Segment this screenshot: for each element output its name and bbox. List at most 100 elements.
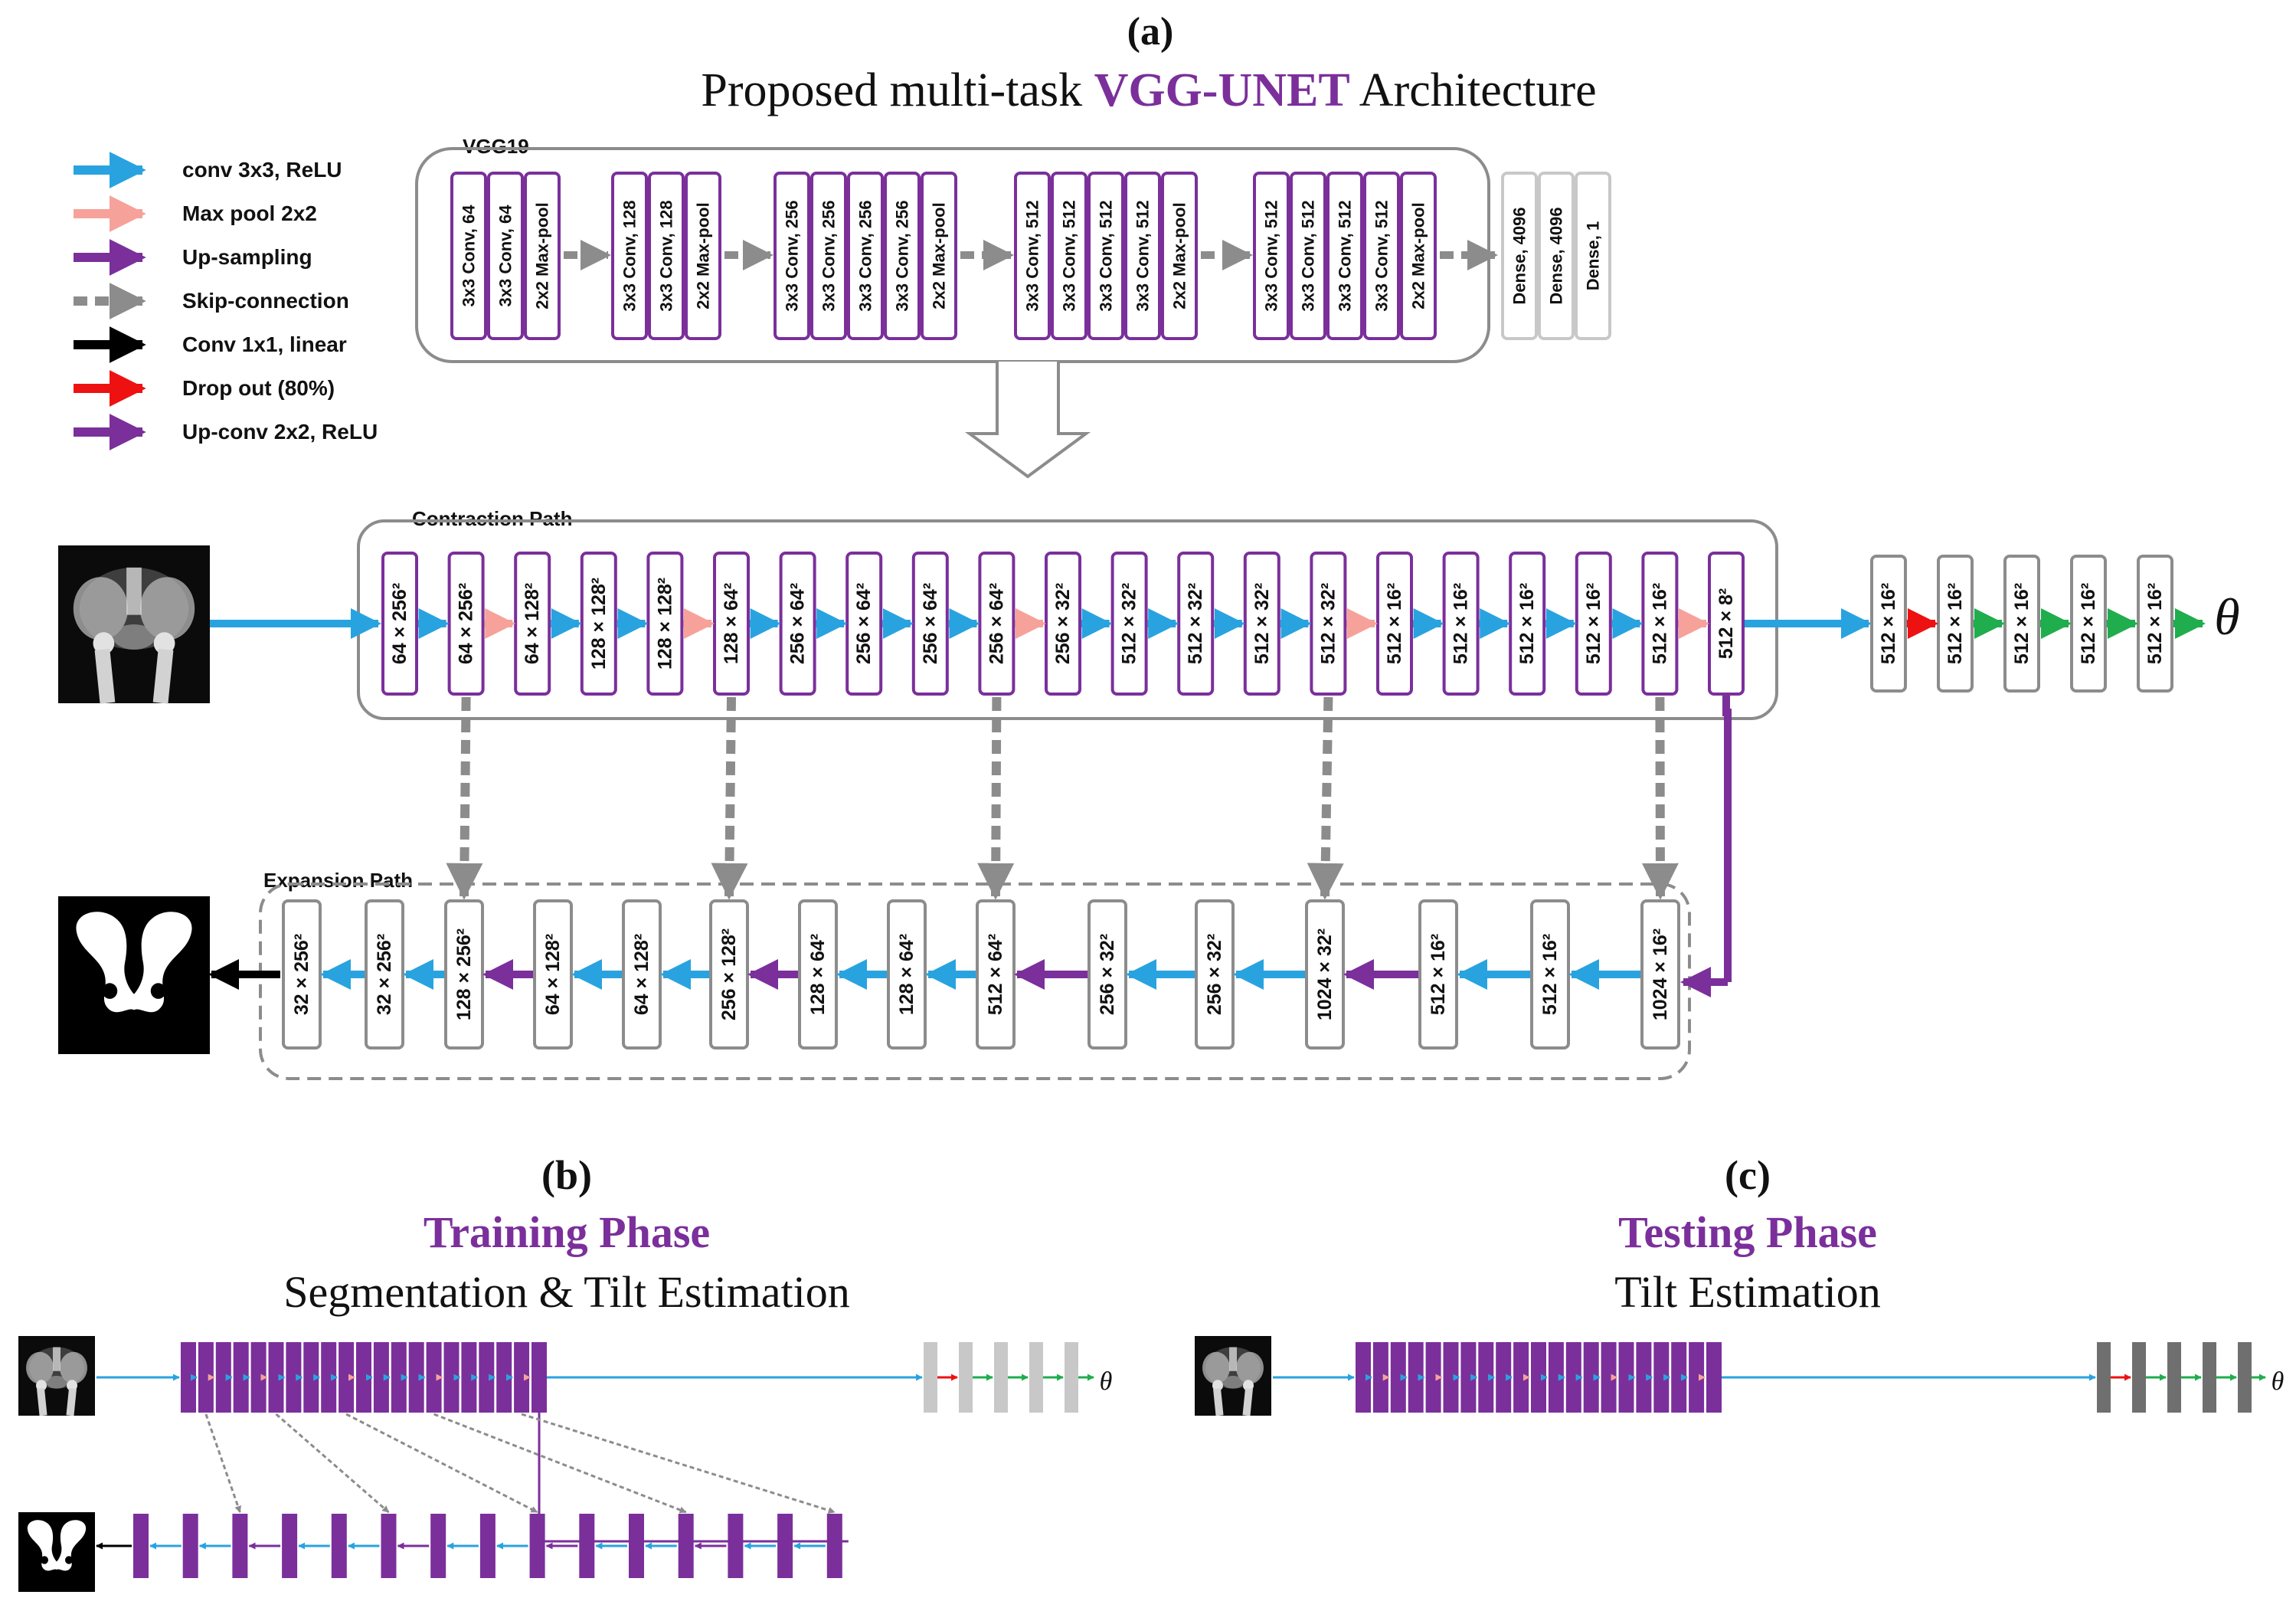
panel-b-output-label: θ [1100, 1367, 1113, 1396]
contraction-feature-box [1376, 552, 1413, 696]
panel-b-head-layer [924, 1342, 937, 1413]
vgg19-layer-box-label: 2x2 Max-pool [1409, 202, 1428, 309]
panel-b-xray-image [18, 1336, 95, 1416]
vgg19-layer-box [1014, 172, 1051, 340]
vgg19-layer-box [450, 172, 487, 340]
expansion-feature-box-label: 256 × 32² [1097, 934, 1118, 1015]
expansion-feature-box-label: 128 × 64² [807, 934, 829, 1015]
contraction-feature-box-label: 64 × 256² [456, 583, 477, 664]
vgg19-layer-box [847, 172, 884, 340]
expansion-feature-box-label: 256 × 128² [718, 928, 740, 1020]
vgg19-layer-box [1051, 172, 1087, 340]
panel-c-contraction-layer [1618, 1342, 1634, 1413]
vgg19-layer-box-label: 3x3 Conv, 512 [1097, 200, 1116, 311]
expansion-feature-box-label: 128 × 256² [453, 928, 475, 1020]
panel-b-head-layer [1029, 1342, 1043, 1413]
panel-b-contraction-layer [286, 1342, 302, 1413]
vgg19-dense-box [1538, 172, 1575, 340]
panel-a-title: Proposed multi-task VGG-UNET Architectur… [701, 64, 1596, 116]
legend-item-label: Drop out (80%) [182, 376, 335, 400]
panel-c-head-layer [2203, 1342, 2216, 1413]
panel-b-expansion-layer [430, 1514, 446, 1578]
panel-b-contraction-layer [233, 1342, 249, 1413]
vgg19-layer-box [810, 172, 847, 340]
panel-b-expansion-layer [381, 1514, 397, 1578]
panel-b-contraction-layer [303, 1342, 319, 1413]
panel-b-contraction-layer [198, 1342, 214, 1413]
contraction-feature-box [911, 552, 949, 696]
vgg19-dense-box-label: Dense, 4096 [1547, 207, 1566, 304]
panel-b-contraction-layer [443, 1342, 460, 1413]
panel-b-contraction-layer [531, 1342, 547, 1413]
vgg19-layer-box-label: 2x2 Max-pool [930, 202, 949, 309]
vgg19-layer-box [1400, 172, 1437, 340]
panel-b-bottleneck-connector [538, 1413, 849, 1543]
contraction-feature-box-label: 256 × 64² [986, 583, 1007, 664]
expansion-feature-box-label: 512 × 16² [1428, 934, 1449, 1015]
vgg19-layer-box-label: 2x2 Max-pool [694, 202, 713, 309]
contraction-feature-box [1575, 552, 1612, 696]
vgg19-layer-box-label: 3x3 Conv, 512 [1060, 200, 1079, 311]
regression-feature-box-label: 512 × 16² [2144, 583, 2166, 664]
panel-b-skip-arrow [433, 1413, 687, 1514]
expansion-feature-box-label: 512 × 64² [985, 934, 1006, 1015]
vgg19-layer-box [1161, 172, 1198, 340]
contraction-feature-box-label: 64 × 256² [389, 583, 410, 664]
panel-c-contraction-layer [1636, 1342, 1652, 1413]
panel-b-expansion-layer [282, 1514, 298, 1578]
panel-c-head-layer [2238, 1342, 2252, 1413]
contraction-feature-box-label: 512 × 32² [1185, 583, 1206, 664]
vgg19-layer-box-label: 3x3 Conv, 512 [1299, 200, 1318, 311]
vgg19-layer-box-label: 3x3 Conv, 64 [496, 205, 515, 307]
panel-b-contraction-layer [373, 1342, 389, 1413]
panel-c-contraction-layer [1443, 1342, 1459, 1413]
contraction-feature-box-label: 128 × 128² [588, 578, 610, 670]
vgg19-layer-box-label: 3x3 Conv, 128 [657, 200, 676, 311]
panel-b-expansion-layer [331, 1514, 347, 1578]
vgg19-layer-box [1253, 172, 1290, 340]
contraction-feature-box-label: 512 × 16² [1649, 583, 1670, 664]
panel-b-contraction-layer [181, 1342, 196, 1413]
panel-c-output-label: θ [2271, 1367, 2285, 1396]
vgg19-layer-box [884, 172, 921, 340]
panel-b-expansion-layer [133, 1514, 149, 1578]
contraction-feature-box-label: 512 × 16² [1516, 583, 1538, 664]
bottleneck-upconv-connector [1722, 694, 1732, 982]
panel-c-contraction-layer [1583, 1342, 1599, 1413]
panel-c-contraction-layer [1496, 1342, 1512, 1413]
panel-c-subtitle: Tilt Estimation [1614, 1267, 1881, 1317]
panel-b-expansion-layer [629, 1514, 644, 1578]
panel-b-expansion-layer [529, 1514, 545, 1578]
panel-c-head-layer [2167, 1342, 2181, 1413]
panel-b-contraction-layer [391, 1342, 407, 1413]
panel-b-contraction-layer [250, 1342, 267, 1413]
vgg19-layer-box-label: 3x3 Conv, 256 [819, 200, 839, 311]
vgg19-label: VGG19 [463, 135, 529, 158]
contraction-feature-box-label: 256 × 64² [787, 583, 809, 664]
panel-c-contraction-layer [1425, 1342, 1441, 1413]
panel-c-xray-image [1195, 1336, 1271, 1416]
panel-c-contraction-layer [1531, 1342, 1546, 1413]
vgg19-layer-box [774, 172, 810, 340]
mask-output-image [58, 896, 210, 1054]
panel-c-contraction-layer [1390, 1342, 1406, 1413]
contraction-feature-box-label: 512 × 32² [1317, 583, 1339, 664]
contraction-path-label: Contraction Path [412, 507, 572, 530]
panel-b-head-layer [959, 1342, 973, 1413]
vgg19-layer-box-label: 3x3 Conv, 64 [460, 205, 479, 307]
panel-b-mask-image [18, 1512, 95, 1592]
expansion-feature-box-label: 32 × 256² [374, 934, 395, 1015]
vgg19-dense-box [1501, 172, 1538, 340]
vgg19-layer-box-label: 3x3 Conv, 512 [1262, 200, 1281, 311]
panel-c-contraction-layer [1671, 1342, 1687, 1413]
panel-b-expansion-layer [678, 1514, 694, 1578]
contraction-feature-box [447, 552, 485, 696]
contraction-feature-box-label: 512 × 16² [1451, 583, 1472, 664]
panel-b-contraction-layer [321, 1342, 337, 1413]
panel-b-expansion-layer [232, 1514, 248, 1578]
vgg19-layer-box-label: 3x3 Conv, 512 [1023, 200, 1042, 311]
expansion-feature-box-label: 128 × 64² [896, 934, 917, 1015]
